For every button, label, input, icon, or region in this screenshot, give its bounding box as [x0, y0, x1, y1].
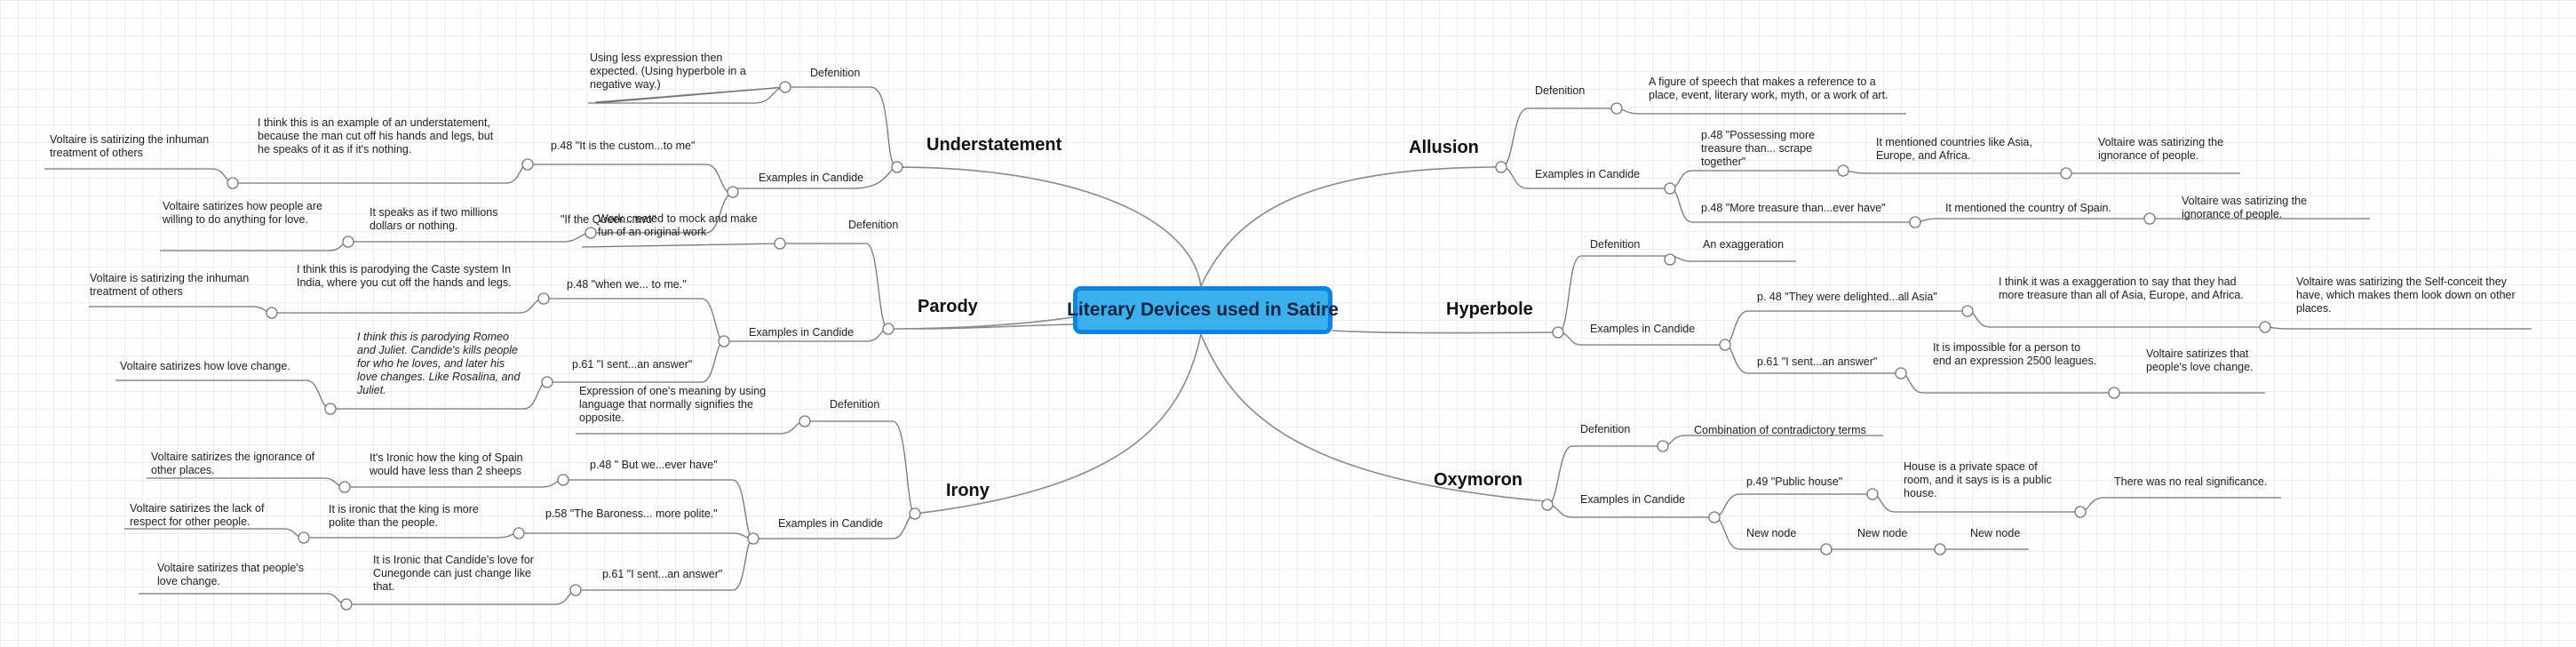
hyperbole-definition-label[interactable]: Defenition — [1590, 238, 1641, 251]
parody-example-1-satire[interactable]: Voltaire is satirizing the inhuman treat… — [90, 272, 250, 298]
topic-understatement[interactable]: Understatement — [926, 135, 1062, 155]
understatement-example-1-satire[interactable]: Voltaire is satirizing the inhuman treat… — [50, 133, 210, 159]
hyperbole-example-1-note[interactable]: I think it was a exaggeration to say tha… — [1999, 276, 2244, 301]
oxymoron-new-node-2[interactable]: New node — [1857, 527, 1908, 539]
allusion-example-2-satire[interactable]: Voltaire was satirizing the ignorance of… — [2182, 195, 2308, 220]
irony-example-2-satire[interactable]: Voltaire satirizes the lack of respect f… — [130, 502, 265, 528]
irony-example-3-note[interactable]: It is Ironic that Candide's love for Cun… — [373, 554, 534, 593]
understatement-example-1-note[interactable]: I think this is an example of an underst… — [258, 116, 494, 156]
parody-example-2-quote[interactable]: p.61 "I sent...an answer" — [572, 358, 693, 371]
topic-allusion[interactable]: Allusion — [1409, 138, 1479, 157]
irony-example-2-note[interactable]: It is ironic that the king is more polit… — [329, 503, 479, 529]
irony-example-3-satire[interactable]: Voltaire satirizes that people's love ch… — [157, 562, 304, 587]
parody-definition-label[interactable]: Defenition — [848, 219, 899, 231]
hyperbole-example-2-satire[interactable]: Voltaire satirizes that people's love ch… — [2146, 347, 2254, 373]
oxymoron-examples-label[interactable]: Examples in Candide — [1580, 493, 1686, 506]
irony-example-3-quote[interactable]: p.61 "I sent...an answer" — [602, 568, 723, 580]
allusion-example-1-satire[interactable]: Voltaire was satirizing the ignorance of… — [2098, 136, 2224, 162]
hyperbole-examples-label[interactable]: Examples in Candide — [1590, 323, 1696, 335]
understatement-example-2-quote[interactable]: "If the Queen...two" — [561, 213, 656, 226]
parody-example-2-satire[interactable]: Voltaire satirizes how love change. — [120, 360, 290, 372]
allusion-example-2-quote[interactable]: p.48 "More treasure than...ever have" — [1701, 202, 1886, 214]
topic-parody[interactable]: Parody — [918, 297, 978, 316]
oxymoron-new-node-3[interactable]: New node — [1970, 527, 2021, 539]
parody-examples-label[interactable]: Examples in Candide — [749, 326, 855, 339]
parody-example-1-note[interactable]: I think this is parodying the Caste syst… — [297, 263, 512, 289]
allusion-example-1-quote[interactable]: p.48 "Possessing more treasure than... s… — [1701, 129, 1816, 168]
parody-definition[interactable]: Work created to mock and make fun of an … — [598, 212, 758, 238]
allusion-definition-label[interactable]: Defenition — [1535, 84, 1586, 97]
allusion-example-2-note[interactable]: It mentioned the country of Spain. — [1945, 202, 2111, 214]
irony-example-1-satire[interactable]: Voltaire satirizes the ignorance of othe… — [151, 451, 315, 476]
parody-example-1-quote[interactable]: p.48 "when we... to me." — [567, 278, 687, 291]
allusion-definition[interactable]: A figure of speech that makes a referenc… — [1649, 76, 1888, 101]
parody-example-2-note[interactable]: I think this is parodying Romeo and Juli… — [357, 331, 521, 396]
hyperbole-example-1-satire[interactable]: Voltaire was satirizing the Self-conceit… — [2296, 276, 2516, 315]
central-topic[interactable]: Literary Devices used in Satire — [1067, 286, 1339, 334]
understatement-definition-label[interactable]: Defenition — [810, 67, 861, 79]
oxymoron-new-node-1[interactable]: New node — [1746, 527, 1797, 539]
understatement-example-1-quote[interactable]: p.48 "It is the custom...to me" — [551, 140, 696, 152]
oxymoron-example-1-satire[interactable]: There was no real significance. — [2114, 475, 2268, 488]
irony-example-1-quote[interactable]: p.48 " But we...ever have" — [590, 459, 718, 471]
topic-irony[interactable]: Irony — [946, 481, 990, 500]
oxymoron-definition-label[interactable]: Defenition — [1580, 423, 1631, 435]
topic-oxymoron[interactable]: Oxymoron — [1434, 470, 1523, 490]
oxymoron-example-1-quote[interactable]: p.49 "Public house" — [1746, 475, 1843, 488]
allusion-example-1-note[interactable]: It mentioned countries like Asia, Europe… — [1876, 136, 2032, 162]
irony-definition[interactable]: Expression of one's meaning by using lan… — [579, 385, 767, 424]
understatement-example-2-satire[interactable]: Voltaire satirizes how people are willin… — [163, 200, 322, 226]
hyperbole-example-2-quote[interactable]: p.61 "I sent...an answer" — [1757, 355, 1878, 368]
irony-example-2-quote[interactable]: p.58 "The Baroness... more polite." — [545, 507, 718, 520]
understatement-example-2-note[interactable]: It speaks as if two millions dollars or … — [370, 206, 498, 232]
hyperbole-example-1-quote[interactable]: p. 48 "They were delighted...all Asia" — [1757, 291, 1937, 303]
irony-example-1-note[interactable]: It's Ironic how the king of Spain would … — [370, 451, 523, 477]
hyperbole-example-2-note[interactable]: It is impossible for a person to end an … — [1933, 341, 2097, 367]
allusion-examples-label[interactable]: Examples in Candide — [1535, 168, 1641, 180]
oxymoron-definition[interactable]: Combination of contradictory terms — [1694, 424, 1866, 436]
hyperbole-definition[interactable]: An exaggeration — [1703, 238, 1785, 251]
topic-hyperbole[interactable]: Hyperbole — [1446, 300, 1533, 319]
understatement-definition[interactable]: Using less expression then expected. (Us… — [590, 52, 746, 91]
irony-definition-label[interactable]: Defenition — [830, 398, 880, 411]
irony-examples-label[interactable]: Examples in Candide — [778, 517, 884, 530]
oxymoron-example-1-note[interactable]: House is a private space of room, and it… — [1904, 460, 2052, 499]
understatement-examples-label[interactable]: Examples in Candide — [759, 172, 864, 184]
